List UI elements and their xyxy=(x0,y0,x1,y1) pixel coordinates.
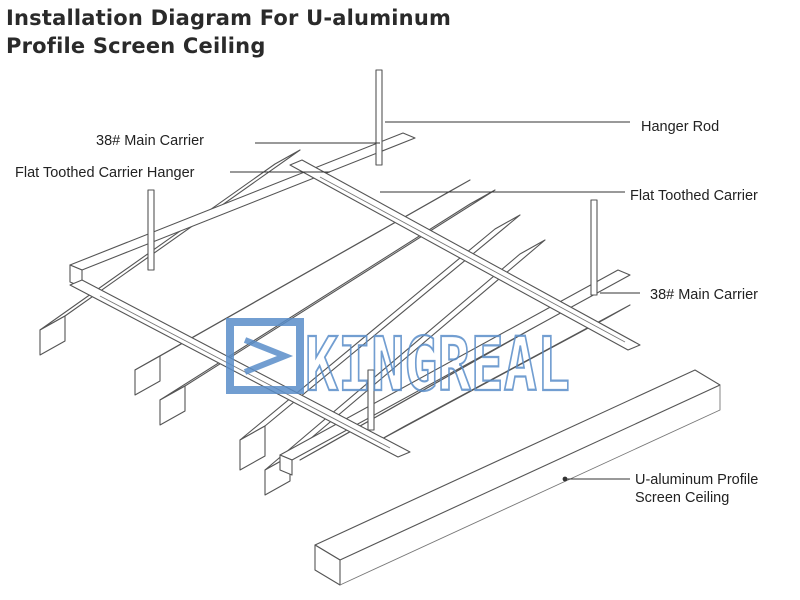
label-u-profile-line-1: U-aluminum Profile xyxy=(635,472,758,488)
ceiling-slats xyxy=(39,149,631,496)
flat-toothed-carriers xyxy=(69,159,641,458)
watermark-arrow-icon xyxy=(243,337,294,375)
hanger-rod-2 xyxy=(147,189,155,271)
main-carrier-bottom-end xyxy=(279,454,293,476)
slat-3-face xyxy=(159,385,186,426)
label-main-carrier-top: 38# Main Carrier xyxy=(96,133,204,149)
label-flat-toothed-carrier-hanger: Flat Toothed Carrier Hanger xyxy=(15,165,195,181)
watermark-logo-icon xyxy=(226,318,304,394)
hanger-rod-3 xyxy=(590,199,598,296)
slat-1-face xyxy=(39,315,66,356)
page-title: Installation Diagram For U-aluminum Prof… xyxy=(6,4,526,60)
kingreal-watermark: KINGREAL xyxy=(226,318,571,409)
labels: Hanger Rod 38# Main Carrier Flat Toothed… xyxy=(15,119,758,506)
flat-toothed-carrier-1 xyxy=(69,279,411,458)
slat-4-face xyxy=(239,425,266,471)
u-profile-piece xyxy=(314,369,721,586)
hanger-rod-1 xyxy=(375,69,383,166)
slat-7 xyxy=(379,304,631,441)
label-flat-toothed-carrier: Flat Toothed Carrier xyxy=(630,188,758,204)
title-line-2: Profile Screen Ceiling xyxy=(6,34,266,58)
hanger-rods xyxy=(147,69,598,431)
leader-lines xyxy=(230,121,640,482)
label-u-profile-line-2: Screen Ceiling xyxy=(635,490,729,506)
title-line-1: Installation Diagram For U-aluminum xyxy=(6,6,452,30)
label-main-carrier-right: 38# Main Carrier xyxy=(650,287,758,303)
label-hanger-rod: Hanger Rod xyxy=(641,119,719,135)
hanger-rod-4 xyxy=(367,369,375,431)
slat-2-face xyxy=(134,355,161,396)
watermark-text: KINGREAL xyxy=(305,322,570,408)
